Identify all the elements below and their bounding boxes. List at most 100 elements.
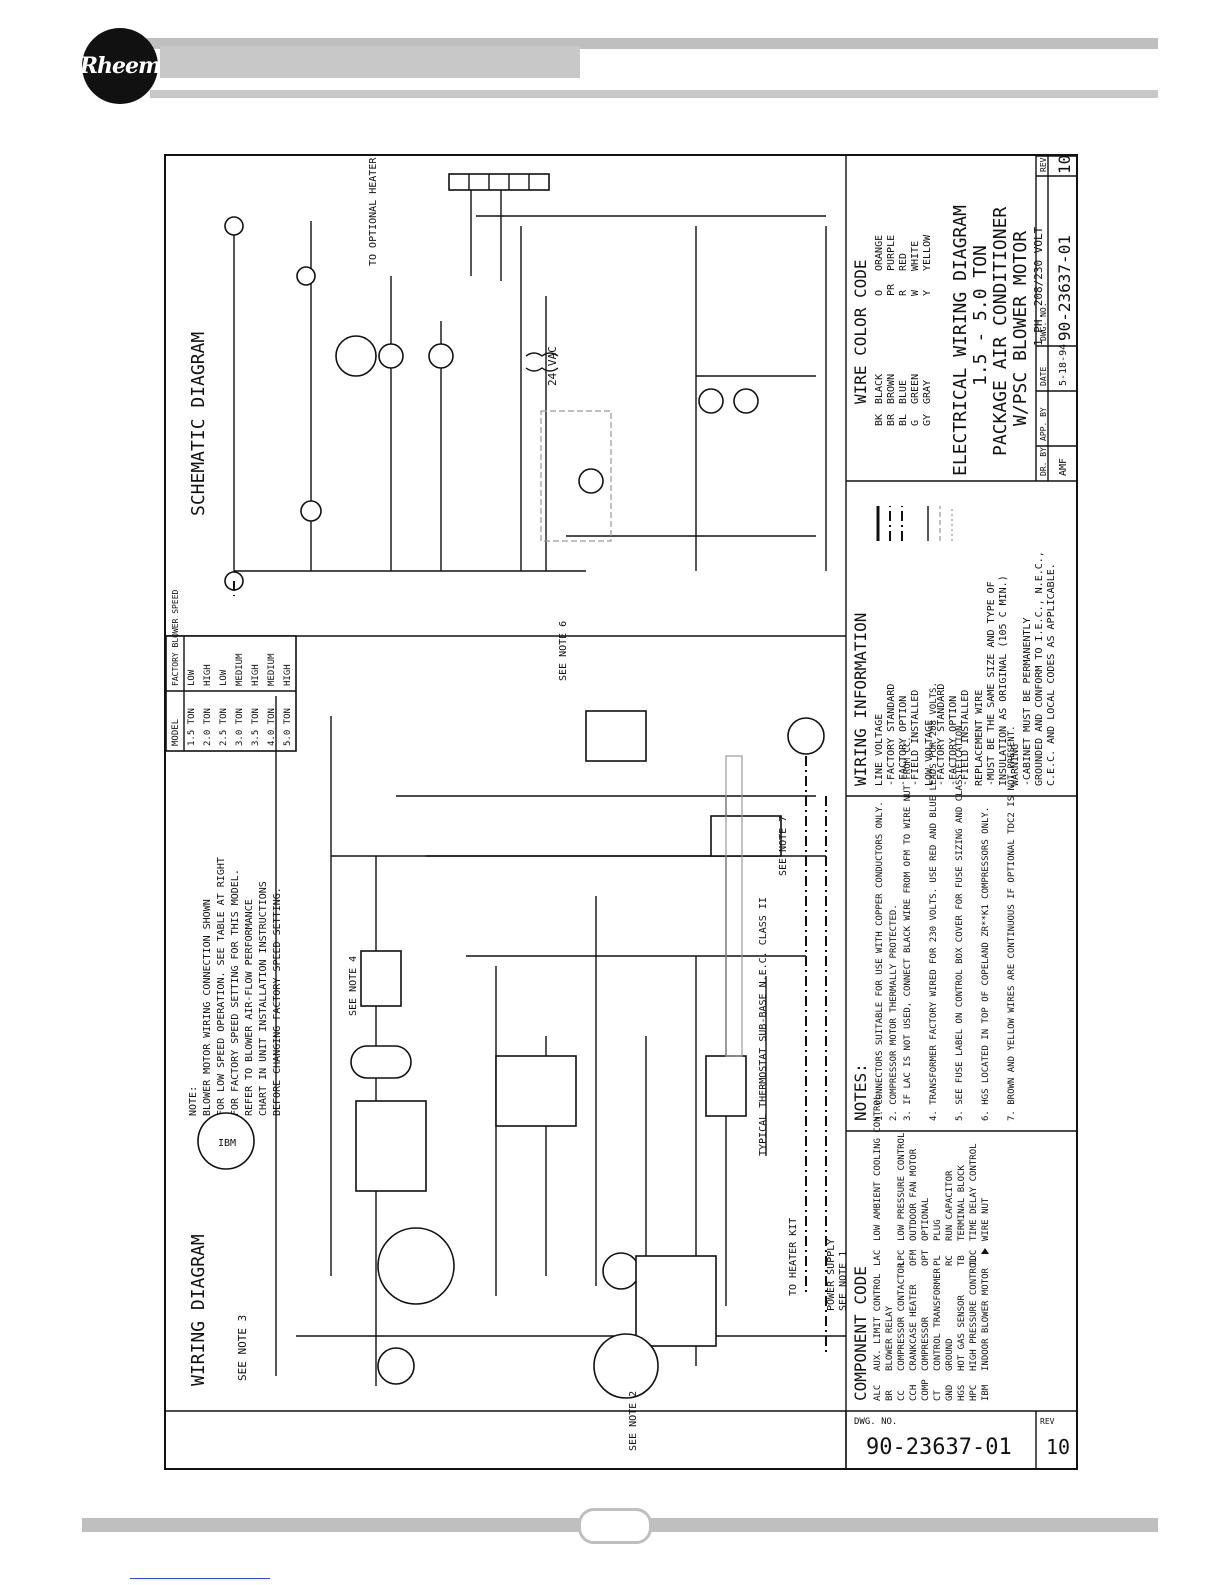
ibm-label: IBM (218, 1138, 236, 1149)
ct-transformer (525, 352, 559, 357)
svg-text:ALC: ALC (873, 1385, 883, 1401)
svg-text:MEDIUM: MEDIUM (235, 653, 245, 686)
svg-text:CC: CC (897, 1390, 907, 1401)
svg-text:CCH: CCH (909, 1385, 919, 1401)
svg-text:3.0 TON: 3.0 TON (235, 708, 245, 746)
svg-text:BK: BK (874, 414, 885, 426)
svg-text:PLUG: PLUG (933, 1219, 943, 1241)
svg-text:7. BROWN AND YELLOW WIRES ARE: 7. BROWN AND YELLOW WIRES ARE CONTINUOUS… (1007, 725, 1017, 1121)
wiring-title: WIRING DIAGRAM (188, 1234, 209, 1386)
svg-text:HPC: HPC (969, 1385, 979, 1401)
svg-text:DR. BY: DR. BY (1039, 447, 1048, 476)
tdc2-box (540, 410, 612, 542)
thermostat-label: TYPICAL THERMOSTAT SUB-BASE N.E.C. CLASS… (758, 897, 769, 1156)
diagram-svg: .ln { stroke:#111; stroke-width:1.4; fil… (165, 134, 1076, 1468)
t1-terminal (300, 500, 322, 522)
svg-text:HOT GAS SENSOR: HOT GAS SENSOR (957, 1295, 967, 1371)
svg-text:HIGH: HIGH (251, 664, 261, 686)
see-note-2: SEE NOTE 2 (628, 1391, 639, 1451)
svg-text:LPC: LPC (897, 1250, 907, 1266)
see-note-6: SEE NOTE 6 (558, 621, 569, 681)
svg-text:DWG. NO.: DWG. NO. (1039, 302, 1048, 341)
wire-nut-icon (981, 1248, 989, 1254)
svg-text:TERMINAL BLOCK: TERMINAL BLOCK (957, 1165, 967, 1241)
alc-switch (787, 717, 825, 755)
svg-text:GROUNDED AND CONFORM TO I.E.C.: GROUNDED AND CONFORM TO I.E.C., N.E.C., (1034, 551, 1045, 786)
svg-text:Y: Y (922, 290, 933, 296)
svg-text:2. COMPRESSOR MOTOR THERMALLY: 2. COMPRESSOR MOTOR THERMALLY PROTECTED. (889, 904, 899, 1121)
svg-text:HIGH: HIGH (203, 664, 213, 686)
svg-text:REV: REV (1040, 1417, 1055, 1426)
svg-text:OFM: OFM (909, 1249, 919, 1266)
title-line4: W/PSC BLOWER MOTOR (1010, 231, 1031, 426)
ct-box (360, 950, 402, 1007)
svg-text:2.0 TON: 2.0 TON (203, 708, 213, 746)
svg-text:GY: GY (922, 414, 933, 426)
schematic-diagram: SCHEMATIC DIAGRAM (188, 134, 827, 596)
svg-text:R: R (898, 289, 909, 296)
title-line1: ELECTRICAL WIRING DIAGRAM (950, 205, 971, 476)
gnd-symbol (602, 1252, 640, 1290)
svg-text:ORANGE: ORANGE (874, 235, 885, 271)
svg-text:-FACTORY STANDARD: -FACTORY STANDARD (936, 684, 947, 786)
svg-text:MEDIUM: MEDIUM (267, 653, 277, 686)
svg-text:OPT: OPT (921, 1249, 931, 1266)
svg-text:GRAY: GRAY (922, 380, 933, 404)
svg-text:YELLOW: YELLOW (922, 234, 933, 271)
cc-contactor (635, 1255, 717, 1347)
svg-text:PL: PL (933, 1255, 943, 1266)
svg-text:LOW: LOW (187, 669, 197, 686)
cc-coil (578, 468, 604, 494)
tdc1-box (585, 710, 647, 762)
tdc2-relay-box (710, 815, 782, 857)
svg-text:REPLACEMENT WIRE: REPLACEMENT WIRE (974, 690, 985, 786)
notes: NOTES: 1. CONNECTORS SUITABLE FOR USE WI… (851, 682, 1017, 1121)
rheem-logo: Rheem (80, 28, 161, 104)
svg-text:INSULATION AS ORIGINAL (105 C: INSULATION AS ORIGINAL (105 C MIN.) (998, 575, 1009, 786)
vac-label: 24 VAC (546, 346, 559, 386)
svg-text:GREEN: GREEN (910, 374, 921, 404)
svg-text:GND: GND (945, 1385, 955, 1401)
pl1-plug (705, 1055, 747, 1117)
svg-text:HIGH: HIGH (283, 664, 293, 686)
svg-text:WHITE: WHITE (910, 241, 921, 271)
svg-text:OPTIONAL: OPTIONAL (921, 1198, 931, 1241)
svg-text:AMF: AMF (1058, 458, 1069, 476)
svg-text:BR: BR (885, 1390, 895, 1401)
svg-text:90-23637-01: 90-23637-01 (866, 1435, 1012, 1460)
svg-text:LOW PRESSURE CONTROL: LOW PRESSURE CONTROL (897, 1133, 907, 1241)
svg-text:AUX. LIMIT CONTROL: AUX. LIMIT CONTROL (873, 1273, 883, 1371)
svg-text:APP. BY: APP. BY (1039, 407, 1048, 441)
svg-text:5-18-94: 5-18-94 (1058, 344, 1069, 386)
svg-text:3.5 TON: 3.5 TON (251, 708, 261, 746)
rev-number: 10 (1055, 156, 1074, 174)
svg-text:MODEL: MODEL (171, 719, 181, 746)
footer-link[interactable] (130, 1578, 270, 1579)
wiring-diagram: WIRING DIAGRAM SEE NOTE 3 NOTE: BLOWER M… (165, 589, 849, 1451)
svg-text:TIME DELAY CONTROL: TIME DELAY CONTROL (969, 1143, 979, 1241)
br-relay (355, 1100, 427, 1192)
comp-motor (593, 1333, 659, 1399)
thermostat-subbase (725, 755, 743, 1057)
svg-text:RED: RED (898, 253, 909, 271)
see-note-7: SEE NOTE 7 (778, 816, 789, 876)
component-code: COMPONENT CODE ALC AUX. LIMIT CONTROL BR… (851, 1095, 991, 1401)
svg-text:CHART IN UNIT INSTALLATION INS: CHART IN UNIT INSTALLATION INSTRUCTIONS (258, 881, 269, 1116)
svg-text:O: O (874, 290, 885, 296)
svg-text:5.0 TON: 5.0 TON (283, 708, 293, 746)
terminal-l3 (224, 216, 244, 236)
svg-text:FOR LOW SPEED OPERATION. SEE T: FOR LOW SPEED OPERATION. SEE TABLE AT RI… (216, 857, 227, 1116)
svg-text:HIGH PRESSURE CONTROL: HIGH PRESSURE CONTROL (969, 1257, 979, 1371)
ofm-symbol (378, 343, 404, 369)
svg-text:-MUST BE THE SAME SIZE AND TYP: -MUST BE THE SAME SIZE AND TYPE OF (986, 581, 997, 786)
svg-text:LOW VOLTAGE: LOW VOLTAGE (924, 720, 935, 786)
svg-text:-FACTORY OPTION: -FACTORY OPTION (948, 696, 959, 786)
blower-speed-table: MODEL FACTORY BLOWER SPEED 1.5 TON LOW 2… (165, 589, 297, 752)
svg-text:COMP: COMP (921, 1379, 931, 1401)
title-line2: 1.5 - 5.0 TON (970, 245, 991, 386)
rc1-capacitor (377, 1227, 455, 1305)
svg-text:BR: BR (886, 413, 897, 426)
svg-text:TDC: TDC (969, 1250, 979, 1266)
ibm-motor (197, 1112, 255, 1170)
svg-text:LINE VOLTAGE: LINE VOLTAGE (874, 714, 885, 786)
